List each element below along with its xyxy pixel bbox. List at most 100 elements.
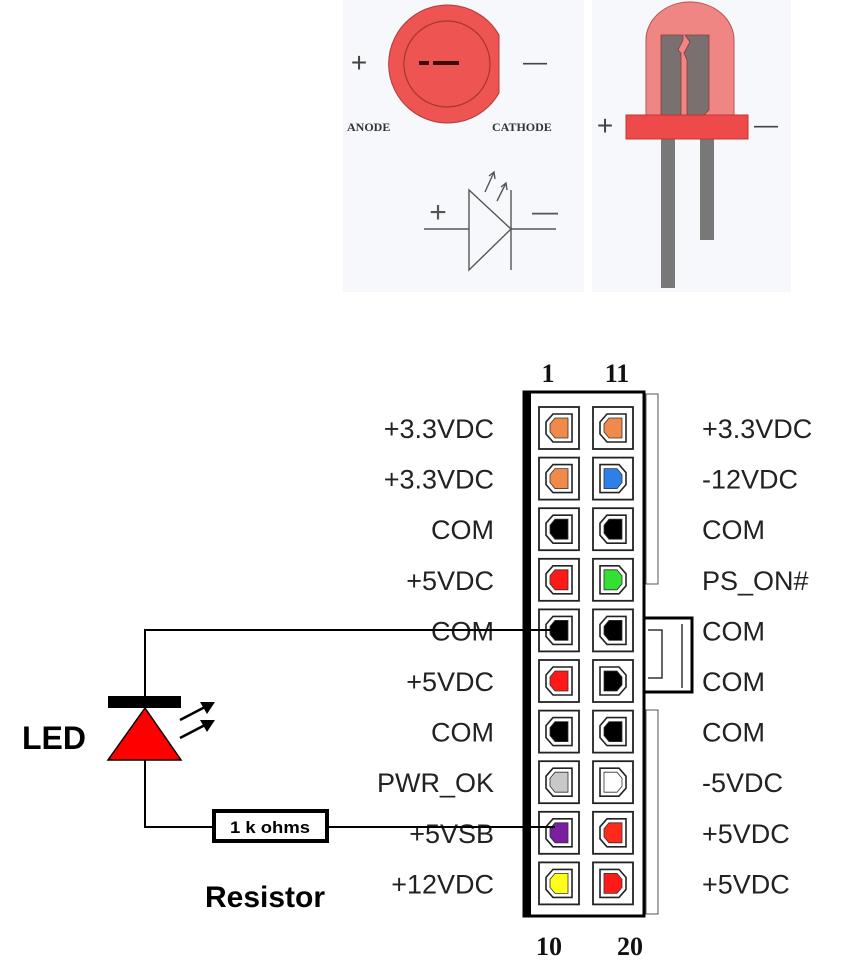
pin-wire-color — [603, 518, 623, 540]
resistor-label: Resistor — [205, 881, 325, 914]
left-pin-label: COM — [431, 616, 494, 646]
pin-number-10: 10 — [536, 932, 562, 961]
pin-wire-color — [603, 721, 623, 742]
pin-wire-color — [549, 620, 569, 641]
pin-wire-color — [603, 417, 623, 439]
symbol-light-arrow-1 — [484, 171, 495, 193]
light-arrowhead-2 — [200, 720, 215, 732]
top-view-minus-label: — — [523, 49, 547, 76]
pin-left-6 — [538, 659, 580, 703]
pin-left-10 — [538, 861, 580, 906]
led-flange — [625, 114, 749, 140]
pin-wire-color — [603, 822, 623, 844]
pin-left-4 — [538, 557, 580, 602]
connector-latch — [644, 616, 694, 694]
resistor-value: 1 k ohms — [230, 818, 310, 837]
housing-left-edge — [524, 392, 531, 916]
right-pin-labels: +3.3VDC-12VDCCOMPS_ON#COMCOMCOM-5VDC+5VD… — [702, 414, 812, 899]
pin-right-4 — [592, 557, 634, 602]
pin-wire-color — [549, 468, 569, 489]
symbol-light-arrow-2 — [496, 182, 507, 202]
top-view-plus-label: + — [351, 47, 367, 78]
right-pin-label: -12VDC — [702, 465, 798, 495]
pin-left-1 — [538, 406, 580, 450]
led-top-dash-long — [433, 61, 459, 65]
pin-grid — [538, 406, 634, 906]
right-pin-label: COM — [702, 667, 765, 697]
pin-right-6 — [592, 659, 634, 703]
led-reference-panel: + — ANODE CATHODE + — + — — [343, 0, 791, 292]
right-pin-label: COM — [702, 616, 765, 646]
pin-wire-color — [549, 670, 569, 692]
side-view-plus-label: + — [597, 110, 613, 141]
led-anvil-anode-post — [660, 34, 684, 117]
pin-right-10 — [592, 861, 634, 906]
pin-wire-color — [549, 569, 569, 591]
led-light-arrows — [179, 705, 206, 740]
panel-divider — [584, 0, 592, 292]
symbol-minus-label: — — [532, 196, 558, 226]
led-test-circuit: LED 1 k ohms Resistor — [22, 629, 558, 914]
led-top-view: + — ANODE CATHODE — [347, 4, 552, 134]
pin-number-1: 1 — [542, 359, 555, 388]
pin-number-20: 20 — [617, 932, 643, 961]
symbol-plus-label: + — [429, 196, 447, 229]
pin-right-1 — [592, 406, 634, 450]
right-pin-label: +5VDC — [702, 819, 790, 849]
light-arrowhead-1 — [200, 702, 215, 714]
symbol-light-arrowhead-2 — [500, 181, 508, 191]
led-top-dash-short — [419, 61, 429, 65]
pin-left-7 — [538, 709, 580, 754]
left-pin-label: +3.3VDC — [384, 414, 494, 444]
left-pin-label: +5VDC — [406, 566, 494, 596]
symbol-light-arrowhead-1 — [488, 170, 496, 180]
light-arrow-1 — [179, 705, 206, 722]
pin-wire-color — [603, 569, 623, 591]
pin-wire-color — [603, 771, 623, 793]
led-triangle — [106, 706, 183, 761]
pin-wire-color — [603, 873, 623, 894]
housing-side-rib-lower — [645, 709, 659, 915]
led-anvil-cathode-post — [683, 34, 710, 117]
led-top-inner-ring — [403, 20, 491, 108]
led-cathode-bar — [108, 696, 181, 708]
symbol-diode-triangle — [468, 188, 513, 272]
pin-wire-color — [549, 822, 569, 844]
right-pin-label: PS_ON# — [702, 566, 809, 596]
wire-to-com — [144, 629, 558, 700]
wire-led-to-resistor — [144, 760, 213, 828]
atx-connector: 1 11 10 20 +3.3VDC+3.3VDCCOM+5VDCCOM+5VD… — [377, 359, 812, 961]
pin-wire-color — [603, 620, 623, 641]
left-pin-label: +5VSB — [409, 819, 494, 849]
pin-right-7 — [592, 709, 634, 754]
pin-right-2 — [592, 456, 634, 501]
pin-number-11: 11 — [605, 359, 630, 388]
light-arrow-2 — [179, 723, 206, 740]
pin-wire-color — [603, 670, 623, 692]
pin-wire-color — [549, 771, 569, 793]
pin-right-8 — [592, 760, 634, 805]
led-label: LED — [22, 720, 86, 756]
pin-wire-color — [549, 417, 569, 439]
led-short-lead-cathode — [700, 138, 714, 240]
pin-wire-color — [549, 721, 569, 742]
pin-left-9 — [538, 810, 580, 855]
pin-right-5 — [592, 608, 634, 653]
right-pin-label: +5VDC — [702, 869, 790, 899]
led-side-view: + — — [597, 1, 778, 288]
pin-wire-color — [549, 518, 569, 540]
anode-label: ANODE — [347, 120, 390, 134]
pin-left-3 — [538, 507, 580, 552]
left-pin-label: COM — [431, 718, 494, 748]
right-pin-label: -5VDC — [702, 768, 783, 798]
side-view-minus-label: — — [754, 112, 778, 139]
pin-right-9 — [592, 810, 634, 855]
left-pin-label: COM — [431, 515, 494, 545]
right-pin-label: COM — [702, 718, 765, 748]
latch-inner — [648, 629, 663, 679]
resistor-body — [212, 809, 329, 843]
housing-side-rib-upper — [645, 393, 659, 585]
pin-right-3 — [592, 507, 634, 552]
pin-left-5 — [538, 608, 580, 653]
